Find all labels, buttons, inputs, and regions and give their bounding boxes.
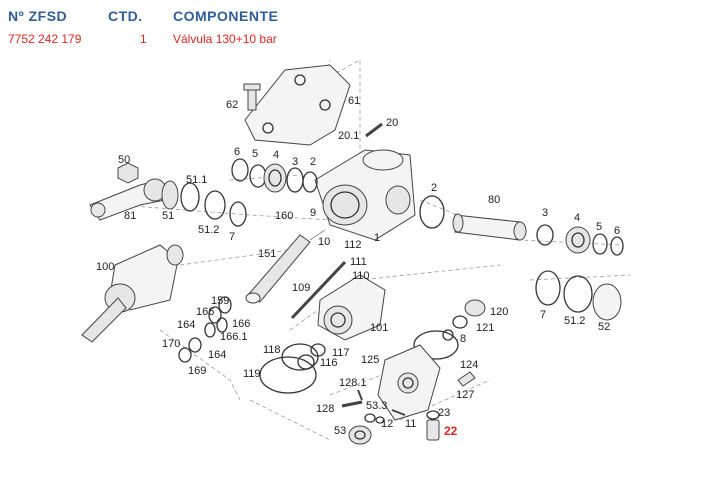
callout-7-right: 7 (540, 309, 546, 321)
callout-52: 52 (598, 321, 610, 333)
part-component-name: Válvula 130+10 bar (173, 32, 277, 46)
callout-164-b: 164 (208, 349, 226, 361)
callout-119: 119 (243, 368, 261, 380)
screw-128-part (341, 389, 363, 408)
callout-121: 121 (476, 322, 494, 334)
header-quantity: CTD. (108, 8, 143, 24)
valve-cover-part (377, 344, 441, 421)
callout-2-top: 2 (310, 156, 316, 168)
callout-5-right: 5 (596, 221, 602, 233)
callout-116: 116 (320, 357, 338, 369)
callout-100: 100 (96, 261, 114, 273)
valve-housing-part (317, 274, 386, 341)
callout-23: 23 (438, 407, 450, 419)
bearing-group-top (231, 158, 318, 193)
callout-128-1: 128.1 (339, 377, 367, 389)
callout-166-a: 166 (196, 306, 214, 318)
callout-2-right: 2 (431, 182, 437, 194)
callout-1: 1 (374, 232, 380, 244)
callout-62: 62 (226, 99, 238, 111)
callout-51-left: 51 (162, 210, 174, 222)
callout-20-1: 20.1 (338, 130, 359, 142)
seal-kit-middle (259, 343, 326, 394)
plug-127-part (457, 371, 476, 387)
valve-body-part (81, 244, 184, 343)
seal-rings-group-left (161, 180, 247, 227)
callout-20: 20 (386, 117, 398, 129)
callout-8: 8 (460, 333, 466, 345)
callout-118: 118 (263, 344, 281, 356)
callout-10: 10 (318, 236, 330, 248)
callout-53: 53 (334, 425, 346, 437)
callout-11: 11 (405, 418, 416, 430)
bolt-20-part (365, 122, 383, 138)
callout-166-1: 166.1 (220, 331, 248, 343)
callout-124: 124 (460, 359, 478, 371)
adjuster-group-bottom (348, 409, 406, 445)
callout-7-left: 7 (229, 231, 235, 243)
callout-117: 117 (332, 347, 350, 359)
bolt-part (243, 83, 261, 111)
callout-6-top: 6 (234, 146, 240, 158)
callout-4-top: 4 (273, 149, 279, 161)
callout-166-b: 166 (232, 318, 250, 330)
callout-110: 110 (352, 270, 370, 282)
part-ref-number: 7752 242 179 (8, 32, 82, 46)
callout-80: 80 (488, 194, 500, 206)
steering-housing-part (314, 149, 416, 241)
callout-112: 112 (344, 239, 362, 251)
seal-kit-left (178, 296, 232, 363)
callout-160: 160 (275, 210, 293, 222)
callout-50: 50 (118, 154, 130, 166)
bracket-part (244, 64, 351, 146)
callout-61: 61 (348, 95, 360, 107)
callout-151: 151 (258, 248, 276, 260)
callout-53-3: 53.3 (366, 400, 387, 412)
callout-3-top: 3 (292, 156, 298, 168)
part-quantity: 1 (140, 32, 147, 46)
callout-3-right: 3 (542, 207, 548, 219)
callout-51-1-top: 51.1 (186, 174, 207, 186)
callout-109: 109 (292, 282, 310, 294)
seal-kit-right (413, 299, 486, 360)
header-ref-number: Nº ZFSD (8, 8, 68, 24)
callout-128: 128 (316, 403, 334, 415)
seal-ring-2 (419, 195, 445, 229)
callout-101: 101 (370, 322, 388, 334)
header-component: COMPONENTE (173, 8, 279, 24)
rod-109-part (290, 260, 347, 320)
callout-51-2-right: 51.2 (564, 315, 585, 327)
callout-170: 170 (162, 338, 180, 350)
pitman-arm-part (89, 162, 167, 221)
callout-9: 9 (310, 207, 316, 219)
callout-164-a: 164 (177, 319, 195, 331)
callout-81: 81 (124, 210, 136, 222)
callout-6-right: 6 (614, 225, 620, 237)
callout-51-2-left: 51.2 (198, 224, 219, 236)
callout-22-highlighted: 22 (444, 424, 458, 438)
bearing-group-right (536, 224, 624, 256)
callout-125: 125 (361, 354, 379, 366)
cover-group-right (535, 270, 622, 321)
callout-4-right: 4 (574, 212, 580, 224)
callout-5-top: 5 (252, 148, 258, 160)
callout-169: 169 (188, 365, 206, 377)
sector-shaft-part (452, 213, 527, 241)
callout-12: 12 (381, 418, 393, 430)
callout-120: 120 (490, 306, 508, 318)
piston-rod-part (245, 234, 311, 304)
callout-159: 159 (211, 295, 229, 307)
relief-valve-part (426, 410, 440, 441)
callout-111: 111 (350, 256, 367, 268)
callout-127: 127 (456, 389, 474, 401)
